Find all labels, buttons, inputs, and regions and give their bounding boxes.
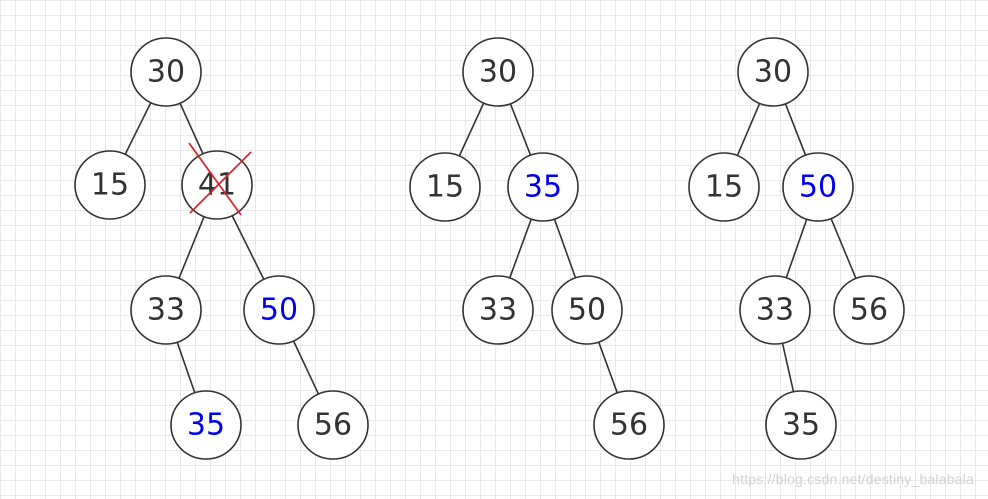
node-label: 50	[568, 293, 606, 328]
node-label: 15	[705, 170, 743, 205]
tree2-edge	[553, 218, 577, 279]
node-label: 33	[479, 293, 517, 328]
tree3-edge	[784, 103, 807, 156]
tree1-edge	[292, 340, 320, 395]
tree3-node-56: 56	[833, 275, 905, 345]
tree1-edge	[231, 215, 265, 280]
node-circle	[130, 275, 202, 345]
tree3-edge	[830, 218, 857, 279]
nodes-layer: 30154133503556301535335056301550335635	[74, 37, 905, 460]
node-label: 56	[850, 293, 888, 328]
tree2-node-56: 56	[593, 390, 665, 460]
node-label: 35	[187, 408, 225, 443]
tree1-edge	[179, 102, 204, 155]
tree3-edge	[736, 102, 761, 157]
node-circle	[297, 390, 369, 460]
node-circle	[782, 152, 854, 222]
node-label: 50	[260, 293, 298, 328]
tree1-node-33: 33	[130, 275, 202, 345]
node-circle	[551, 275, 623, 345]
tree1-node-56: 56	[297, 390, 369, 460]
node-circle	[593, 390, 665, 460]
node-circle	[409, 152, 481, 222]
node-label: 35	[782, 408, 820, 443]
node-label: 33	[756, 293, 794, 328]
node-label: 56	[610, 408, 648, 443]
tree1-edge	[178, 216, 205, 279]
tree2-node-50: 50	[551, 275, 623, 345]
tree2-edge	[508, 218, 533, 279]
edges-layer	[124, 102, 857, 395]
tree3-node-33: 33	[739, 275, 811, 345]
node-label: 35	[524, 170, 562, 205]
node-label: 30	[479, 55, 517, 90]
node-label: 50	[799, 170, 837, 205]
tree2-node-33: 33	[462, 275, 534, 345]
node-circle	[170, 390, 242, 460]
node-circle	[462, 275, 534, 345]
tree2-edge	[509, 103, 532, 156]
node-circle	[739, 275, 811, 345]
tree3-node-50: 50	[782, 152, 854, 222]
cross-layer	[188, 142, 252, 216]
node-circle	[74, 150, 146, 220]
tree2-edge	[458, 102, 485, 157]
node-circle	[130, 37, 202, 107]
tree1-node-35: 35	[170, 390, 242, 460]
tree2-edge	[597, 341, 619, 394]
tree3-node-30: 30	[737, 37, 809, 107]
node-circle	[507, 152, 579, 222]
node-circle	[243, 275, 315, 345]
node-circle	[765, 390, 837, 460]
node-circle	[737, 37, 809, 107]
node-circle	[462, 37, 534, 107]
tree1-edge	[176, 341, 196, 394]
tree2-node-30: 30	[462, 37, 534, 107]
tree2-node-15: 15	[409, 152, 481, 222]
delete-cross-stroke	[188, 142, 242, 216]
node-label: 33	[147, 293, 185, 328]
tree1-node-15: 15	[74, 150, 146, 220]
node-circle	[833, 275, 905, 345]
tree3-node-15: 15	[688, 152, 760, 222]
watermark: https://blog.csdn.net/destiny_balabala	[732, 471, 974, 487]
tree3-edge	[785, 218, 808, 279]
node-label: 15	[426, 170, 464, 205]
tree1-node-50: 50	[243, 275, 315, 345]
tree1-edge	[124, 102, 152, 155]
delete-cross-stroke	[189, 151, 252, 214]
node-label: 15	[91, 168, 129, 203]
tree3-node-35: 35	[765, 390, 837, 460]
node-circle	[688, 152, 760, 222]
tree2-node-35: 35	[507, 152, 579, 222]
node-label: 30	[147, 55, 185, 90]
node-label: 30	[754, 55, 792, 90]
tree1-node-30: 30	[130, 37, 202, 107]
node-label: 56	[314, 408, 352, 443]
tree3-edge	[781, 342, 795, 393]
